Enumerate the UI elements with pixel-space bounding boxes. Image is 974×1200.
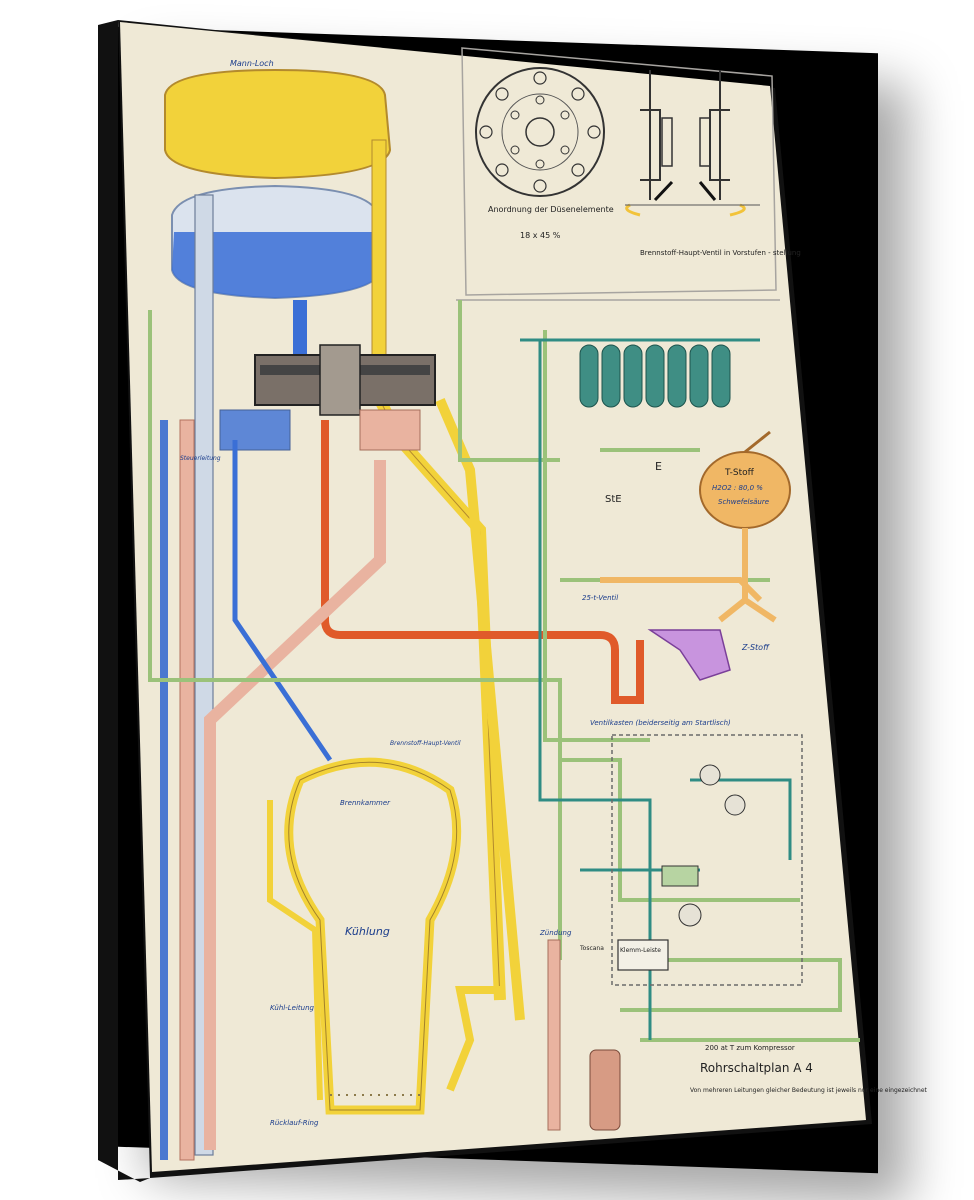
kompressor-note: 200 at T zum Kompressor xyxy=(705,1044,795,1052)
main-pipes xyxy=(160,139,525,1161)
e-label: E xyxy=(655,460,662,473)
manhole-label: Mann-Loch xyxy=(230,59,274,68)
klemm-box xyxy=(617,939,669,971)
combustion-chamber xyxy=(267,757,462,1115)
diagram-title: Rohrschaltplan A 4 xyxy=(700,1061,813,1075)
nozzle-arrangement xyxy=(475,67,605,197)
klemm-label: Klemm-Leiste xyxy=(620,947,661,954)
ventilkasten-label: Ventilkasten (beiderseitig am Startlisch… xyxy=(590,719,731,727)
z-stoff-unit xyxy=(647,629,731,681)
main-valve-section xyxy=(625,70,760,217)
valve-25-label: 25-t-Ventil xyxy=(582,594,618,602)
oxygen-tank xyxy=(171,184,384,300)
steam-line xyxy=(204,460,386,1150)
oxygen-feed xyxy=(232,440,333,762)
valve-gauges xyxy=(661,764,746,927)
toscana-label: Toscana xyxy=(579,945,604,952)
t-stoff-line xyxy=(600,577,763,603)
kuehlung-label: Kühlung xyxy=(345,925,390,938)
ste-label: StE xyxy=(605,494,622,505)
brennkammer-label: Brennkammer xyxy=(340,799,391,807)
t-stoff-tank xyxy=(699,430,791,623)
ruecklauf-label: Rücklauf-Ring xyxy=(270,1119,319,1127)
kuehl-leitung-label: Kühl-Leitung xyxy=(270,1004,315,1012)
t-stoff-note: Schwefelsäure xyxy=(718,498,769,506)
t-stoff-label: T-Stoff xyxy=(724,468,755,478)
detail-box xyxy=(461,47,777,296)
alcohol-line xyxy=(321,420,644,704)
t-stoff-formula: H2O2 : 80,0 % xyxy=(712,484,763,492)
zuendung-label: Zündung xyxy=(539,929,572,937)
canvas-edge-left xyxy=(98,20,150,1182)
steuer-leitung-label: Steuerleitung xyxy=(180,455,221,462)
brennstoff-ventil-label: Brennstoff-Haupt-Ventil xyxy=(390,740,461,747)
turbopump xyxy=(219,344,436,451)
control-lines xyxy=(148,300,860,1042)
return-loop xyxy=(446,986,504,1092)
arrangement-label: Anordnung der Düsenelemente xyxy=(488,205,614,214)
ignition-bottles xyxy=(547,939,621,1131)
arrangement-note: 18 x 45 % xyxy=(520,231,561,240)
diagram-subtitle: Von mehreren Leitungen gleicher Bedeutun… xyxy=(690,1087,928,1094)
main-valve-label: Brennstoff-Haupt-Ventil in Vorstufen - s… xyxy=(640,249,801,257)
fuel-tank-upper xyxy=(164,68,392,180)
z-stoff-label: Z-Stoff xyxy=(741,643,770,652)
valve-box xyxy=(611,734,803,986)
air-bottles xyxy=(579,344,731,408)
